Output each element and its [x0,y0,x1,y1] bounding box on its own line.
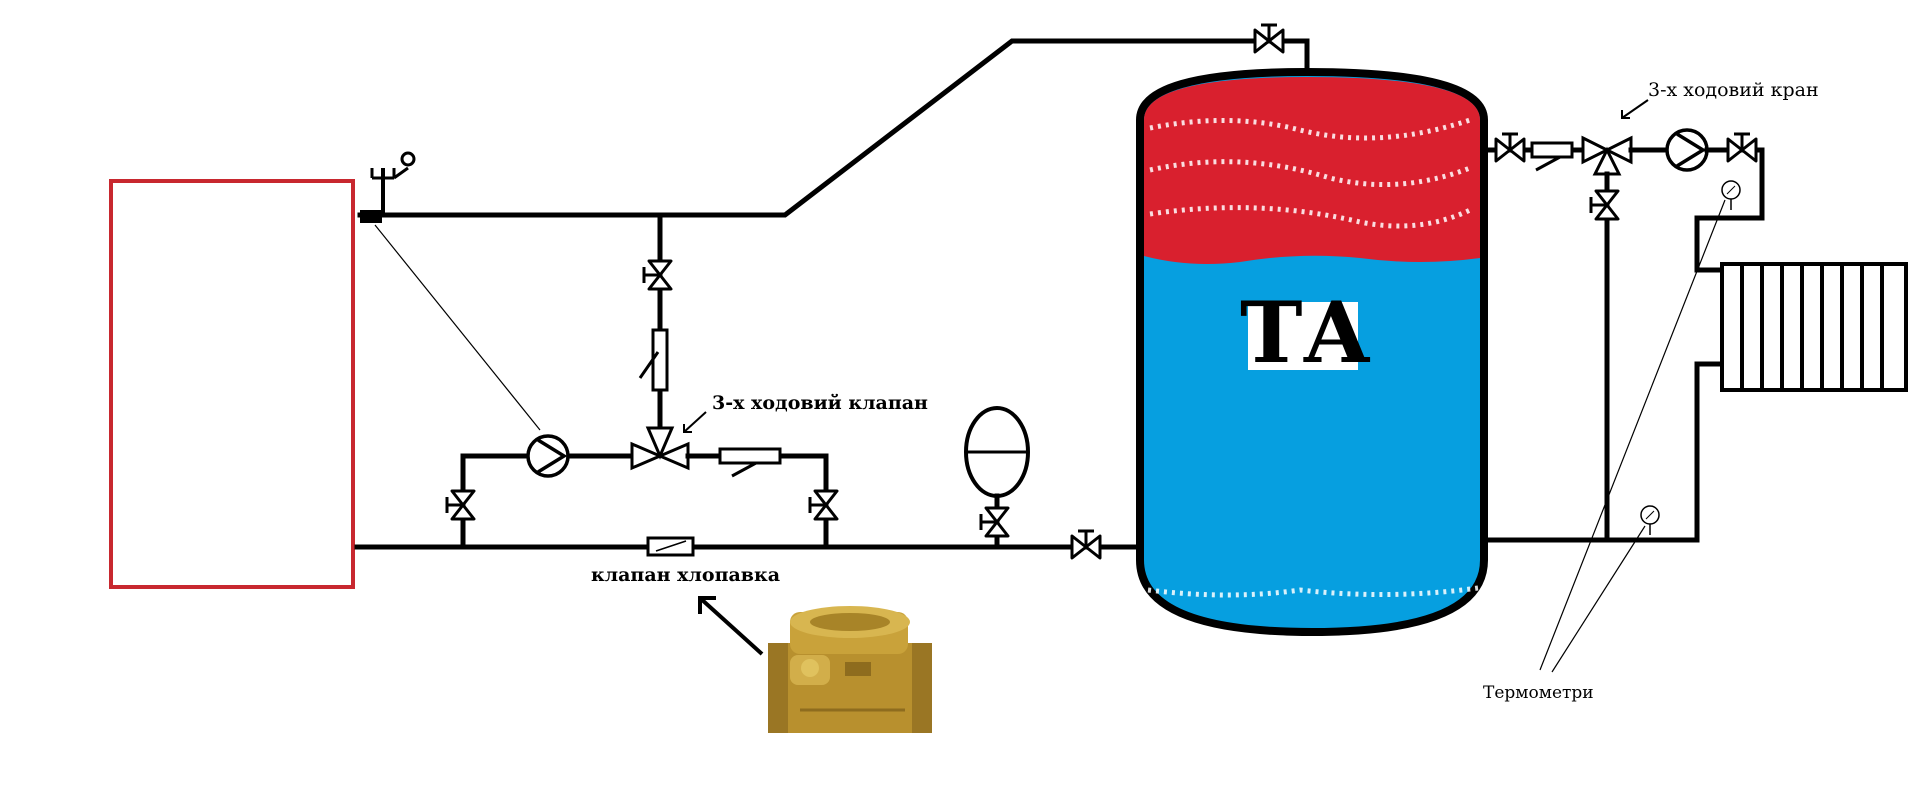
three-way-valve-icon [1581,135,1633,176]
filter-icon [718,447,782,478]
supply-pipe [357,38,1310,218]
three-way-valve-icon [630,426,690,471]
boiler [109,179,355,589]
filter-icon [1530,141,1574,172]
arrow-icon [698,596,764,656]
filter-icon [638,328,669,392]
three-way-valve-label: 3-х ходовий клапан [712,392,928,414]
valve-icon [1253,23,1285,54]
arrow-icon [1621,99,1649,119]
valve-icon [979,506,1010,538]
expansion-tank-icon [964,406,1030,550]
thermometers-label: Термометри [1483,683,1594,703]
thermometer-icon [1721,180,1741,211]
arrow-icon [683,411,707,433]
thermometer-icon [1640,505,1660,536]
pump-icon [1665,128,1709,172]
tank: ТА [1136,67,1488,637]
valve-icon [1589,189,1620,221]
check-valve-label: клапан хлопавка [591,564,780,586]
check-valve-icon [646,536,695,557]
valve-icon [445,489,476,521]
tank-label: ТА [1240,283,1371,382]
three-way-tap-label: 3-х ходовий кран [1648,79,1819,101]
valve-icon [1070,529,1102,560]
radiator-icon [1720,262,1908,392]
safety-group-icon [360,151,416,223]
pump-icon [526,434,570,478]
check-valve-photo [768,606,932,733]
valve-icon [1726,132,1758,163]
valve-icon [1494,132,1526,163]
valve-icon [642,259,673,291]
leader-line [374,224,541,431]
valve-icon [808,489,839,521]
